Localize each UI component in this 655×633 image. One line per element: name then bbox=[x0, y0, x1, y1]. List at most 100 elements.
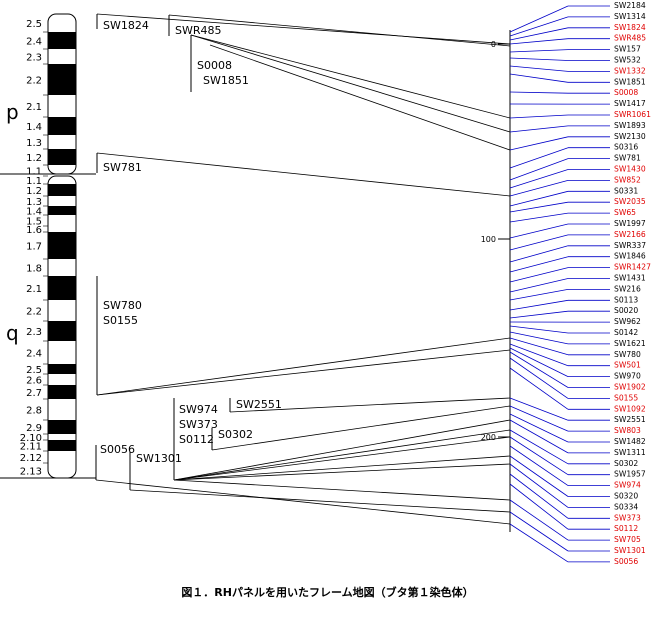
framework-marker-label: SW373 bbox=[179, 418, 218, 431]
marker-entry: SW1902 bbox=[509, 351, 646, 392]
framework-connector bbox=[229, 397, 511, 413]
marker-connector bbox=[509, 245, 569, 263]
marker-entry: SW1311 bbox=[509, 419, 646, 457]
marker-entry: SW1846 bbox=[509, 252, 646, 273]
marker-label: SW2035 bbox=[614, 197, 646, 206]
band-label: 2.1 bbox=[26, 284, 42, 295]
connector-lines bbox=[95, 13, 511, 525]
marker-label: SW803 bbox=[614, 426, 641, 435]
marker-entry: SW852 bbox=[509, 175, 641, 197]
framework-connector bbox=[211, 405, 511, 451]
marker-entry: SW1301 bbox=[509, 511, 646, 555]
dark-band bbox=[48, 440, 76, 451]
marker-label: SWR1061 bbox=[614, 110, 651, 119]
marker-connector bbox=[509, 5, 569, 33]
marker-connector bbox=[509, 310, 569, 319]
marker-label: S0320 bbox=[614, 492, 638, 501]
band-label: 1.2 bbox=[26, 186, 42, 197]
marker-entry: SW501 bbox=[509, 343, 641, 370]
marker-label: S0316 bbox=[614, 143, 638, 152]
marker-entry: SW2130 bbox=[509, 132, 646, 151]
marker-connector bbox=[509, 49, 569, 53]
marker-label: SW1957 bbox=[614, 470, 646, 479]
marker-entry: SW1482 bbox=[509, 413, 646, 446]
marker-connector bbox=[509, 325, 569, 334]
marker-entry: SW532 bbox=[509, 56, 641, 65]
framework-connector bbox=[173, 429, 511, 481]
marker-entry: S0020 bbox=[509, 306, 638, 319]
framework-marker-label: SW780 bbox=[103, 299, 142, 312]
marker-connector bbox=[509, 405, 569, 432]
framework-marker-label: S0302 bbox=[218, 428, 253, 441]
marker-entry: SW1621 bbox=[509, 331, 646, 348]
band-label: 2.2 bbox=[26, 76, 42, 87]
marker-connector bbox=[509, 483, 569, 530]
marker-label: SW1092 bbox=[614, 404, 646, 413]
marker-connector bbox=[509, 256, 569, 273]
marker-label: SW2130 bbox=[614, 132, 646, 141]
band-label: 2.6 bbox=[26, 376, 42, 387]
marker-entry: SW1430 bbox=[509, 165, 646, 189]
marker-label: S0155 bbox=[614, 393, 638, 402]
marker-connector bbox=[509, 16, 569, 37]
marker-label: SW1851 bbox=[614, 77, 646, 86]
marker-connector bbox=[509, 445, 569, 486]
dark-band bbox=[48, 321, 76, 341]
marker-connector bbox=[509, 147, 569, 169]
marker-entry: SW1957 bbox=[509, 436, 646, 479]
marker-entry: SW803 bbox=[509, 405, 641, 435]
dark-band bbox=[48, 184, 76, 196]
marker-entry: SW65 bbox=[509, 208, 636, 223]
marker-entry: SWR1427 bbox=[509, 263, 651, 283]
marker-entry: SW1997 bbox=[509, 219, 646, 239]
framework-marker-label: S0155 bbox=[103, 314, 138, 327]
marker-label: SW1846 bbox=[614, 252, 646, 261]
dark-band bbox=[48, 276, 76, 300]
band-label: 1.1 bbox=[26, 167, 42, 178]
marker-connector bbox=[509, 455, 569, 497]
marker-entry: S0302 bbox=[509, 429, 638, 468]
marker-label: SW2166 bbox=[614, 230, 646, 239]
marker-label: SWR1427 bbox=[614, 263, 651, 272]
marker-label: SW157 bbox=[614, 45, 641, 54]
framework-marker-group: SW781 bbox=[96, 153, 142, 174]
marker-connector bbox=[509, 463, 569, 508]
marker-entry: SW1824 bbox=[509, 23, 646, 41]
marker-connector bbox=[509, 57, 569, 61]
framework-connector bbox=[96, 13, 511, 45]
marker-label: SW501 bbox=[614, 361, 641, 370]
band-label: 2.5 bbox=[26, 19, 42, 30]
chromosome-ideogram: 2.52.42.32.22.11.41.31.21.11.11.21.31.41… bbox=[0, 13, 96, 479]
dark-band bbox=[48, 385, 76, 399]
band-label: 1.7 bbox=[26, 242, 42, 253]
marker-connector bbox=[509, 299, 569, 311]
marker-connector bbox=[509, 125, 569, 133]
marker-label: SW65 bbox=[614, 208, 636, 217]
marker-label: S0302 bbox=[614, 459, 638, 468]
marker-label: SW1621 bbox=[614, 339, 646, 348]
marker-entry: SW373 bbox=[509, 473, 641, 522]
marker-label: SW216 bbox=[614, 284, 641, 293]
marker-connector bbox=[509, 180, 569, 197]
framework-marker-group: S0056 bbox=[95, 443, 135, 480]
marker-label: SW1314 bbox=[614, 12, 646, 21]
marker-entry: S0056 bbox=[509, 523, 638, 566]
marker-label: S0113 bbox=[614, 295, 638, 304]
band-label: 2.8 bbox=[26, 406, 42, 417]
marker-label: S0020 bbox=[614, 306, 638, 315]
marker-label: SWR485 bbox=[614, 34, 646, 43]
marker-label: SW1824 bbox=[614, 23, 646, 32]
dark-band bbox=[48, 232, 76, 259]
marker-label: S0331 bbox=[614, 186, 638, 195]
framework-marker-label: SW2551 bbox=[236, 398, 282, 411]
marker-entry: SW2166 bbox=[509, 230, 646, 251]
dark-band bbox=[48, 206, 76, 215]
marker-connector bbox=[509, 212, 569, 223]
band-label: 2.5 bbox=[26, 365, 42, 376]
band-label: 2.2 bbox=[26, 307, 42, 318]
marker-entry: SW705 bbox=[509, 499, 641, 544]
marker-label: SW970 bbox=[614, 372, 641, 381]
marker-entry: S0008 bbox=[509, 88, 638, 97]
